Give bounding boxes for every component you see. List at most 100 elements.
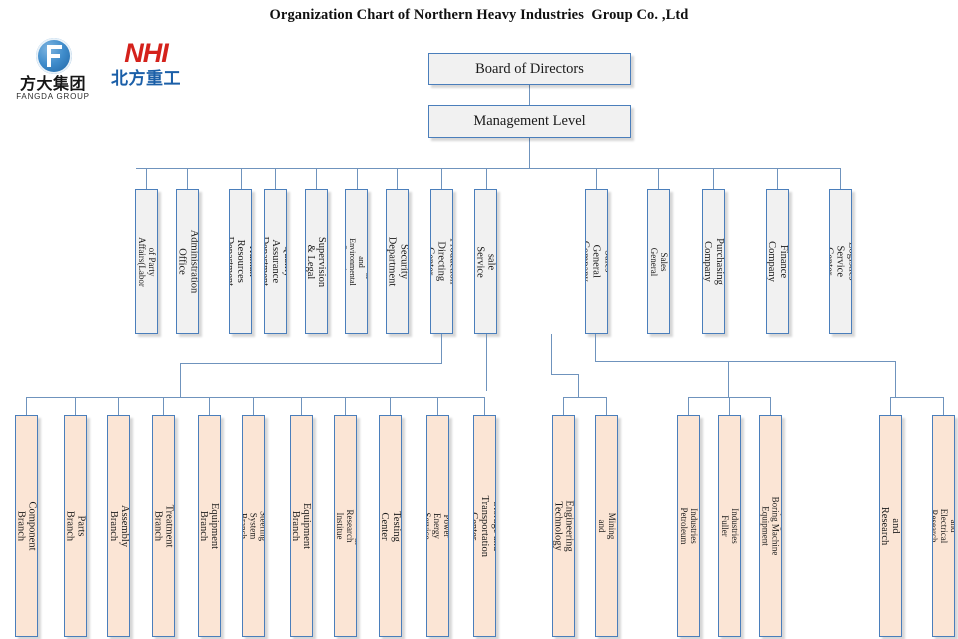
fangda-emblem-icon bbox=[36, 38, 72, 74]
node-structural-parts-branch-factory[interactable]: Structural Parts Branch Factory bbox=[64, 415, 87, 637]
node-logistics-service-center[interactable]: Logistics Service Center bbox=[829, 189, 852, 334]
connector-drop-l3 bbox=[241, 168, 242, 189]
node-label: Department of Party Affairs(Labor Union) bbox=[136, 236, 157, 287]
connector-drop-l5 bbox=[316, 168, 317, 189]
connector-subsidiary-to-bus bbox=[728, 361, 729, 397]
connector-drop-r4 bbox=[777, 168, 778, 189]
connector-sales-elbow bbox=[551, 374, 579, 375]
node-label: Purchasing Company bbox=[702, 238, 725, 285]
node-nhi-petroleum-equipment[interactable]: Northern Heavy Industries Petroleum Equi… bbox=[677, 415, 700, 637]
node-label: After-sale Service Center bbox=[474, 245, 497, 278]
node-automobile-steering-system-branch-factory[interactable]: Automobile Steering System Branch Factor… bbox=[242, 415, 265, 637]
node-label: Heat Treatment Branch Factory bbox=[152, 504, 175, 548]
node-label: Automobile Steering System Branch Factor… bbox=[242, 511, 265, 541]
connector-drop-p3 bbox=[118, 397, 119, 415]
node-production-directing-center[interactable]: Production Directing Center bbox=[430, 189, 453, 334]
node-safety-technology-environmental-protection-department[interactable]: Safety Technology and Environmental Prot… bbox=[345, 189, 368, 334]
connector-drop-t1 bbox=[563, 397, 564, 415]
connector-drop-p4 bbox=[163, 397, 164, 415]
node-label: State Key Laboratory of Intelligent Mini… bbox=[596, 506, 617, 546]
connector-drop-p2 bbox=[75, 397, 76, 415]
connector-drop-p7 bbox=[301, 397, 302, 415]
node-audit-supervision-legal-department[interactable]: Audit, Supervision & Legal Department bbox=[305, 189, 328, 334]
connector-subsidiary-down bbox=[595, 334, 596, 361]
node-sales-general-company[interactable]: Sales General Company bbox=[585, 189, 608, 334]
node-shenyang-mechanical-electrical-research-design-institute[interactable]: Shenyang Mechanical and Electrical Resea… bbox=[932, 415, 955, 637]
node-special-equipment-branch-factory[interactable]: Special Equipment Branch Factory bbox=[290, 415, 313, 637]
node-label: Shenyang Mechanical and Electrical Resea… bbox=[932, 508, 955, 544]
connector-board-to-management bbox=[529, 85, 530, 105]
connector-drop-r3 bbox=[713, 168, 714, 189]
node-state-key-laboratory[interactable]: State Key Laboratory of Intelligent Mini… bbox=[595, 415, 618, 637]
node-heat-treatment-branch-factory[interactable]: Heat Treatment Branch Factory bbox=[152, 415, 175, 637]
page-title: Organization Chart of Northern Heavy Ind… bbox=[269, 7, 689, 23]
connector-production-down bbox=[441, 334, 442, 363]
node-label: Northern Heavy Industries Fuller (Shenya… bbox=[719, 505, 740, 547]
connector-drop-p11 bbox=[484, 397, 485, 415]
connector-drop-s3 bbox=[770, 397, 771, 415]
connector-drop-p9 bbox=[390, 397, 391, 415]
connector-subsidiary-elbow bbox=[595, 361, 895, 362]
node-label: International Sales General Company bbox=[648, 239, 669, 285]
node-label: Storage and Transportation Center bbox=[473, 495, 496, 557]
connector-drop-l7 bbox=[397, 168, 398, 189]
node-management-level[interactable]: Management Level bbox=[428, 105, 631, 138]
connector-drop-r2 bbox=[658, 168, 659, 189]
node-board-of-directors[interactable]: Board of Directors bbox=[428, 53, 631, 85]
connector-drop-t2 bbox=[606, 397, 607, 415]
node-label: Technology Research Institue Department bbox=[335, 505, 356, 547]
connector-drop-l2 bbox=[187, 168, 188, 189]
node-department-of-party-affairs[interactable]: Department of Party Affairs(Labor Union) bbox=[135, 189, 158, 334]
node-storage-and-transportation-center[interactable]: Storage and Transportation Center bbox=[473, 415, 496, 637]
node-nhi-fuller-shenyang-mining[interactable]: Northern Heavy Industries Fuller (Shenya… bbox=[718, 415, 741, 637]
node-human-resources-department[interactable]: Human Resources Department bbox=[229, 189, 252, 334]
node-finance-company[interactable]: Finance Company bbox=[766, 189, 789, 334]
node-label: Administration Office bbox=[176, 229, 199, 294]
connector-drop-p6 bbox=[253, 397, 254, 415]
connector-drop-l1 bbox=[146, 168, 147, 189]
node-equipment-power-energy-service-department[interactable]: Equipment Power Energy Service Departmen… bbox=[426, 415, 449, 637]
node-label: Major Component Branch Factory bbox=[15, 501, 38, 551]
node-label: Equipment Power Energy Service Departmen… bbox=[426, 512, 449, 540]
node-tunnel-engineering-technology-company[interactable]: Tunnel Engineering Technology Company bbox=[552, 415, 575, 637]
connector-drop-s1 bbox=[688, 397, 689, 415]
node-administration-office[interactable]: Administration Office bbox=[176, 189, 199, 334]
node-technology-research-institue-department[interactable]: Technology Research Institue Department bbox=[334, 415, 357, 637]
node-label: Security Department bbox=[386, 236, 409, 287]
node-label: ShenyangTunnel Boring Machine Equipment … bbox=[760, 496, 781, 557]
connector-drop-l9 bbox=[486, 168, 487, 189]
node-design-and-research-institute[interactable]: Design and Research Institute bbox=[879, 415, 902, 637]
connector-drop-l6 bbox=[357, 168, 358, 189]
connector-drop-l4 bbox=[275, 168, 276, 189]
connector-tunnel-bus bbox=[563, 397, 606, 398]
node-label: Structural Parts Branch Factory bbox=[64, 510, 87, 542]
node-label: Quality Assurance Department bbox=[264, 236, 287, 287]
connector-drop-r1 bbox=[596, 168, 597, 189]
connector-production-elbow bbox=[180, 363, 442, 364]
connector-drop-p10 bbox=[437, 397, 438, 415]
node-label: Production Directing Center bbox=[430, 238, 453, 285]
connector-main-bus bbox=[136, 168, 840, 169]
node-international-sales-general-company[interactable]: International Sales General Company bbox=[647, 189, 670, 334]
node-label: Tunnel Engineering Technology Company bbox=[552, 500, 575, 552]
node-label: Board of Directors bbox=[475, 60, 584, 77]
fangda-group-logo: 方大集团 FANGDA GROUP bbox=[14, 38, 92, 104]
node-label: Management Level bbox=[473, 113, 586, 129]
node-shenyang-tunnel-boring-machine-equipment[interactable]: ShenyangTunnel Boring Machine Equipment … bbox=[759, 415, 782, 637]
node-bulk-equipment-branch-factory[interactable]: Bulk Equipment Branch Factory bbox=[198, 415, 221, 637]
node-security-department[interactable]: Security Department bbox=[386, 189, 409, 334]
node-major-component-branch-factory[interactable]: Major Component Branch Factory bbox=[15, 415, 38, 637]
node-general-assembly-branch-factory[interactable]: General Assembly Branch Factory bbox=[107, 415, 130, 637]
node-after-sale-service-center[interactable]: After-sale Service Center bbox=[474, 189, 497, 334]
node-label: General Assembly Branch Factory bbox=[107, 505, 130, 547]
node-quality-assurance-department[interactable]: Quality Assurance Department bbox=[264, 189, 287, 334]
connector-research-bus bbox=[890, 397, 944, 398]
fangda-logo-chinese: 方大集团 bbox=[19, 74, 86, 93]
fangda-logo-english: FANGDA GROUP bbox=[16, 92, 90, 101]
node-label: Audit, Supervision & Legal Department bbox=[305, 236, 328, 287]
connector-drop-l8 bbox=[441, 168, 442, 189]
node-testing-center[interactable]: Testing Center bbox=[379, 415, 402, 637]
node-purchasing-company[interactable]: Purchasing Company bbox=[702, 189, 725, 334]
connector-drop-p1 bbox=[26, 397, 27, 415]
